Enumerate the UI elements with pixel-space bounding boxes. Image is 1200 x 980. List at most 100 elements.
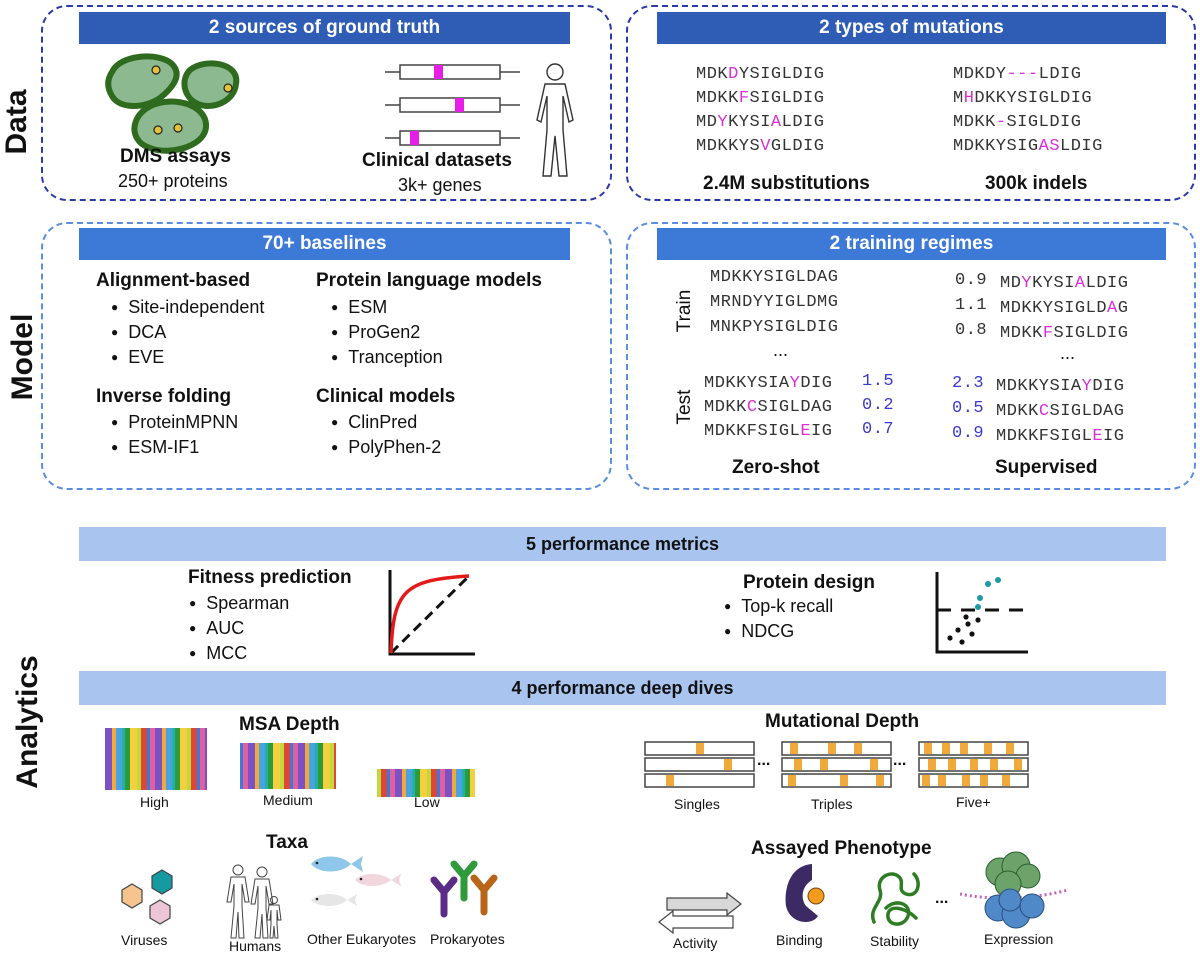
taxa-humans: Humans [229, 938, 282, 954]
msa-low-icon [377, 769, 475, 797]
expression-icon [960, 851, 1068, 929]
test-label: Test [674, 389, 695, 425]
phenotype-binding: Binding [776, 932, 823, 948]
binding-icon [785, 864, 825, 922]
train-label: Train [674, 289, 695, 333]
virus-icon [121, 869, 173, 925]
supervised-label: Supervised [995, 457, 1098, 478]
mut-dots: ... [893, 752, 907, 769]
msa-level-low: Low [414, 794, 440, 810]
regimes-header: 2 training regimes [657, 228, 1166, 260]
baselines-header: 70+ baselines [79, 228, 570, 260]
sup-train-score: 0.9 [955, 271, 988, 290]
baseline-item: EVE [111, 345, 264, 370]
metric-item: NDCG [724, 619, 833, 644]
group-inverse-list: ProteinMPNN ESM-IF1 [111, 410, 238, 460]
zs-ellipsis: ... [773, 340, 789, 360]
baseline-item: ClinPred [331, 410, 441, 435]
indels-label: 300k indels [985, 173, 1088, 194]
mut-depth-icon [644, 741, 1029, 788]
zs-test-score: 1.5 [862, 372, 895, 391]
taxa-prokaryotes: Prokaryotes [430, 931, 505, 947]
metric-item: Spearman [189, 591, 289, 616]
baseline-item: Tranception [331, 345, 442, 370]
group-alignment-title: Alignment-based [96, 270, 251, 291]
mut-depth-title: Mutational Depth [765, 711, 920, 732]
zs-test-score: 0.2 [862, 396, 895, 415]
indel-seqs: MDKDY---LDIG MHDKKYSIGLDIG MDKK-SIGLDIG … [953, 65, 1103, 156]
msa-high-icon [105, 728, 207, 790]
zs-train-seq: MNKPYSIGLDIG [710, 318, 839, 337]
side-label-data: Data [0, 89, 33, 155]
fitness-list: Spearman AUC MCC [189, 591, 289, 666]
zs-test-seqs: MDKKYSIAYDIG MDKKCSIGLDAG MDKKFSIGLEIG [704, 374, 833, 441]
sup-test-seqs: MDKKYSIAYDIG MDKKCSIGLDAG MDKKFSIGLEIG [996, 377, 1125, 446]
group-clinical-title: Clinical models [316, 386, 456, 407]
metrics-header: 5 performance metrics [79, 527, 1166, 561]
baseline-item: ESM [331, 295, 443, 320]
baselines-panel [41, 222, 612, 490]
msa-title: MSA Depth [239, 714, 340, 735]
taxa-eukaryotes: Other Eukaryotes [307, 931, 416, 947]
cell-icon [105, 53, 240, 154]
scatter-icon [935, 572, 1028, 654]
msa-medium-icon [240, 743, 336, 789]
mut-dots: ... [757, 752, 771, 769]
mut-level-five: Five+ [956, 794, 991, 810]
msa-level-high: High [140, 794, 169, 810]
fish-icon [311, 856, 401, 906]
sup-test-score: 2.3 [952, 374, 985, 393]
metric-item: MCC [189, 641, 289, 666]
group-alignment-list: Site-independent DCA EVE [111, 295, 264, 370]
substitutions-label: 2.4M substitutions [703, 173, 870, 194]
zs-train-seq: MRNDYYIGLDMG [710, 293, 839, 312]
mut-level-singles: Singles [674, 796, 720, 812]
baseline-item: Site-independent [111, 295, 264, 320]
clinical-sub: 3k+ genes [398, 175, 482, 195]
phenotype-stability: Stability [870, 933, 920, 949]
human-icon [536, 63, 574, 177]
dms-title: DMS assays [120, 146, 231, 167]
side-label-model: Model [6, 313, 39, 401]
activity-icon [658, 892, 742, 934]
mut-level-triples: Triples [811, 796, 853, 812]
fitness-title: Fitness prediction [188, 567, 352, 588]
humans-icon [226, 864, 282, 939]
sup-train-score: 0.8 [955, 321, 988, 340]
stability-icon [870, 872, 920, 926]
taxa-viruses: Viruses [121, 932, 168, 948]
group-plm-title: Protein language models [316, 270, 542, 291]
metric-item: Top-k recall [724, 594, 833, 619]
phenotype-expression: Expression [984, 931, 1054, 947]
metric-item: AUC [189, 616, 289, 641]
sup-test-score: 0.9 [952, 424, 985, 443]
zero-shot-label: Zero-shot [732, 457, 820, 478]
deep-dives-header: 4 performance deep dives [79, 671, 1166, 705]
phenotype-dots: ... [935, 890, 949, 907]
design-list: Top-k recall NDCG [724, 594, 833, 644]
taxa-title: Taxa [266, 832, 308, 853]
ground-truth-panel [41, 5, 612, 201]
ground-truth-header: 2 sources of ground truth [79, 12, 570, 44]
sup-train-score: 1.1 [955, 296, 988, 315]
zs-train-seq: MDKKYSIGLDAG [710, 268, 839, 287]
baseline-item: PolyPhen-2 [331, 435, 441, 460]
substitution-seqs: MDKDYSIGLDIG MDKKFSIGLDIG MDYKYSIALDIG M… [696, 65, 825, 156]
mutations-panel [626, 5, 1196, 201]
clinical-title: Clinical datasets [362, 150, 512, 171]
baseline-item: ESM-IF1 [111, 435, 238, 460]
sup-ellipsis: ... [1060, 343, 1076, 363]
roc-curve-icon [388, 570, 475, 656]
gene-diagram [385, 64, 520, 146]
phenotype-title: Assayed Phenotype [751, 838, 932, 859]
group-inverse-title: Inverse folding [96, 386, 232, 407]
sup-test-score: 0.5 [952, 399, 985, 418]
zs-test-score: 0.7 [862, 420, 895, 439]
side-label-analytics: Analytics [11, 655, 44, 789]
sup-train-seqs: MDYKYSIALDIG MDKKYSIGLDAG MDKKFSIGLDIG [1000, 274, 1129, 343]
baseline-item: DCA [111, 320, 264, 345]
dms-sub: 250+ proteins [118, 171, 228, 191]
design-title: Protein design [743, 572, 875, 593]
group-clinical-list: ClinPred PolyPhen-2 [331, 410, 441, 460]
group-plm-list: ESM ProGen2 Tranception [331, 295, 443, 370]
